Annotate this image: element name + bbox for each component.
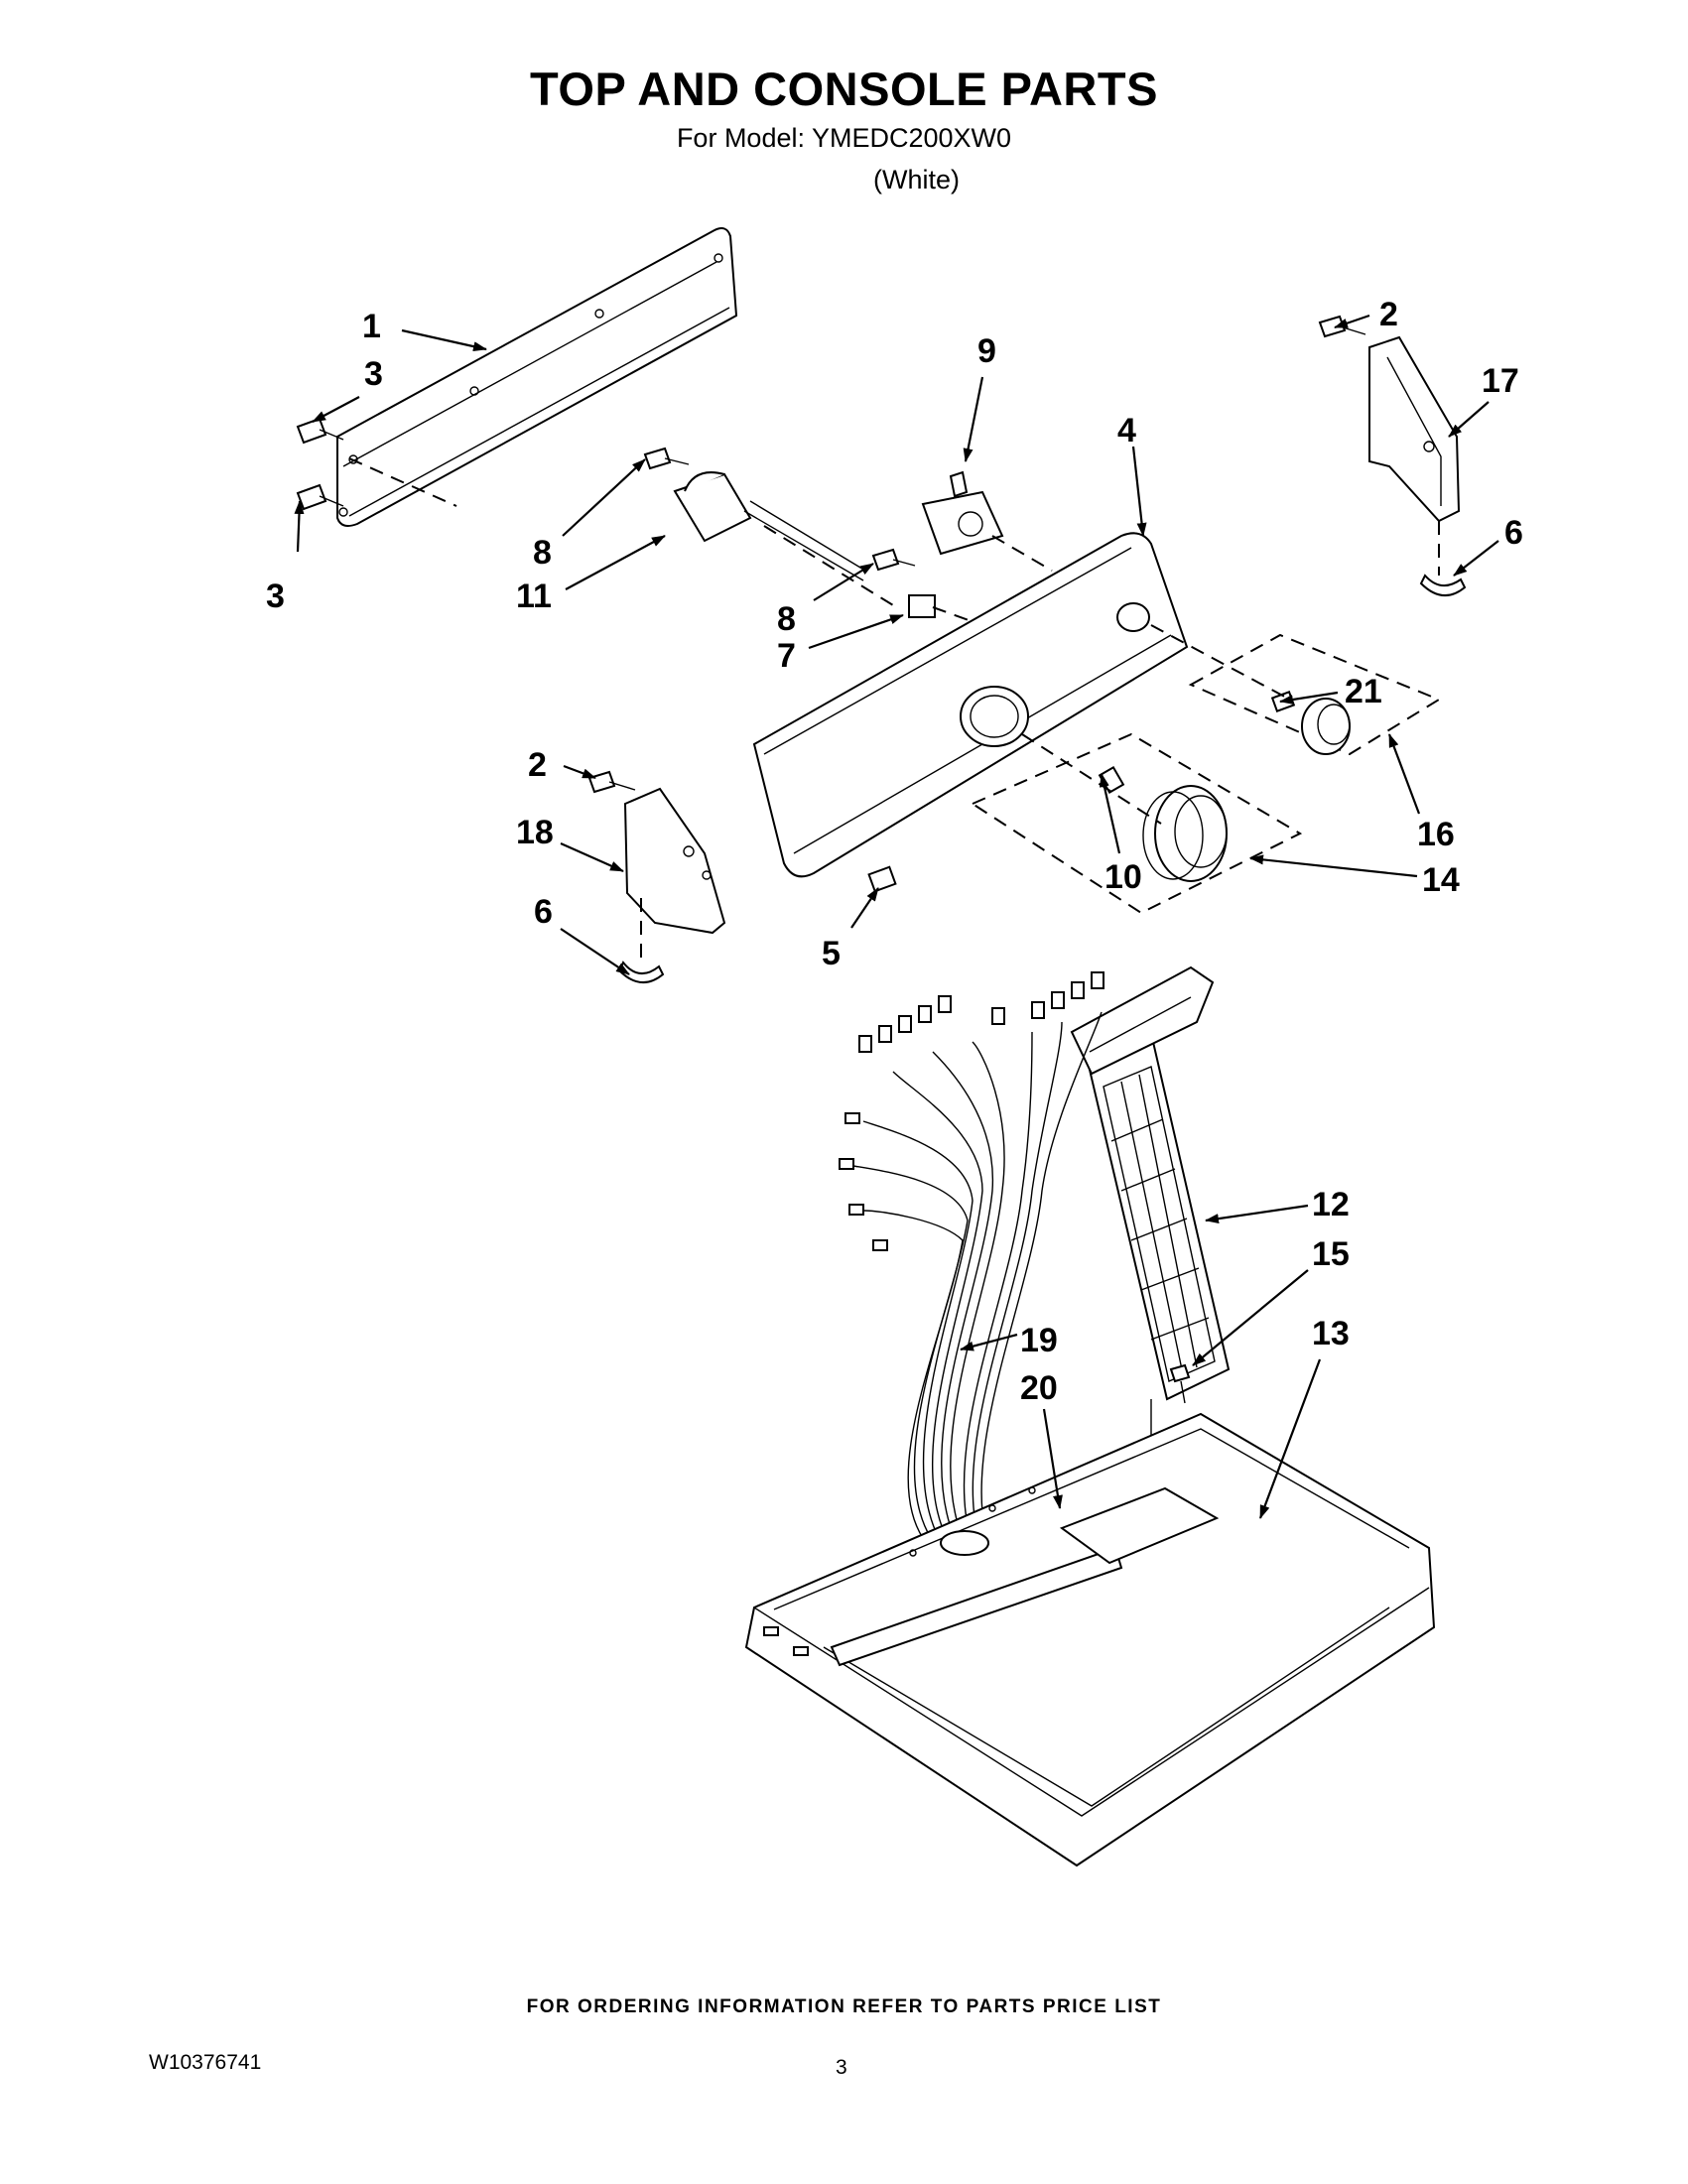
callout-3: 3 bbox=[266, 578, 285, 615]
callout-4: 4 bbox=[1117, 412, 1136, 450]
color-line: (White) bbox=[873, 165, 960, 194]
small-knob-part bbox=[1301, 698, 1351, 755]
callout-14: 14 bbox=[1422, 861, 1460, 899]
page-number: 3 bbox=[836, 2056, 847, 2079]
right-end-cap-part bbox=[1368, 335, 1461, 523]
switch-part bbox=[673, 471, 866, 581]
small-knob-assembly-box bbox=[1188, 633, 1442, 756]
clip-part bbox=[908, 594, 936, 618]
callout-2: 2 bbox=[528, 746, 547, 784]
screw-part bbox=[871, 548, 916, 572]
ordering-note: FOR ORDERING INFORMATION REFER TO PARTS … bbox=[526, 1996, 1162, 2017]
lint-filter-part bbox=[1070, 965, 1231, 1401]
large-knob-part bbox=[1142, 785, 1228, 882]
screw-part bbox=[587, 770, 636, 794]
model-line: For Model: YMEDC200XW0 bbox=[676, 123, 1012, 153]
callout-9: 9 bbox=[977, 332, 996, 370]
callout-7: 7 bbox=[777, 637, 796, 675]
callout-15: 15 bbox=[1312, 1235, 1350, 1273]
callout-17: 17 bbox=[1482, 362, 1519, 400]
callout-2: 2 bbox=[1379, 296, 1398, 333]
wire-harness-part bbox=[839, 971, 1104, 1539]
callout-3: 3 bbox=[364, 355, 383, 393]
callout-21: 21 bbox=[1345, 673, 1382, 710]
clip-part bbox=[617, 961, 665, 983]
timer-part bbox=[921, 470, 1004, 556]
clip-part bbox=[1419, 574, 1467, 596]
callout-6: 6 bbox=[1504, 514, 1523, 552]
callout-10: 10 bbox=[1104, 858, 1142, 896]
console-part bbox=[752, 532, 1189, 893]
top-cover-part bbox=[744, 1412, 1436, 1867]
callout-11: 11 bbox=[516, 578, 552, 615]
screw-part bbox=[1169, 1363, 1191, 1404]
screw-part bbox=[296, 483, 344, 511]
callout-20: 20 bbox=[1020, 1369, 1058, 1407]
rear-panel-part bbox=[336, 227, 738, 527]
callout-5: 5 bbox=[822, 935, 841, 972]
callout-16: 16 bbox=[1417, 816, 1455, 853]
callout-18: 18 bbox=[516, 814, 554, 851]
callout-19: 19 bbox=[1020, 1322, 1058, 1359]
callout-12: 12 bbox=[1312, 1186, 1350, 1223]
callout-8: 8 bbox=[533, 534, 552, 572]
screw-part bbox=[643, 447, 690, 470]
callout-1: 1 bbox=[362, 308, 381, 345]
left-end-cap-part bbox=[623, 787, 726, 935]
page-title: TOP AND CONSOLE PARTS bbox=[530, 63, 1158, 115]
document-number: W10376741 bbox=[149, 2051, 262, 2074]
callout-8: 8 bbox=[777, 600, 796, 638]
callout-13: 13 bbox=[1312, 1315, 1350, 1352]
callout-6: 6 bbox=[534, 893, 553, 931]
knob-assembly-box bbox=[970, 732, 1303, 915]
